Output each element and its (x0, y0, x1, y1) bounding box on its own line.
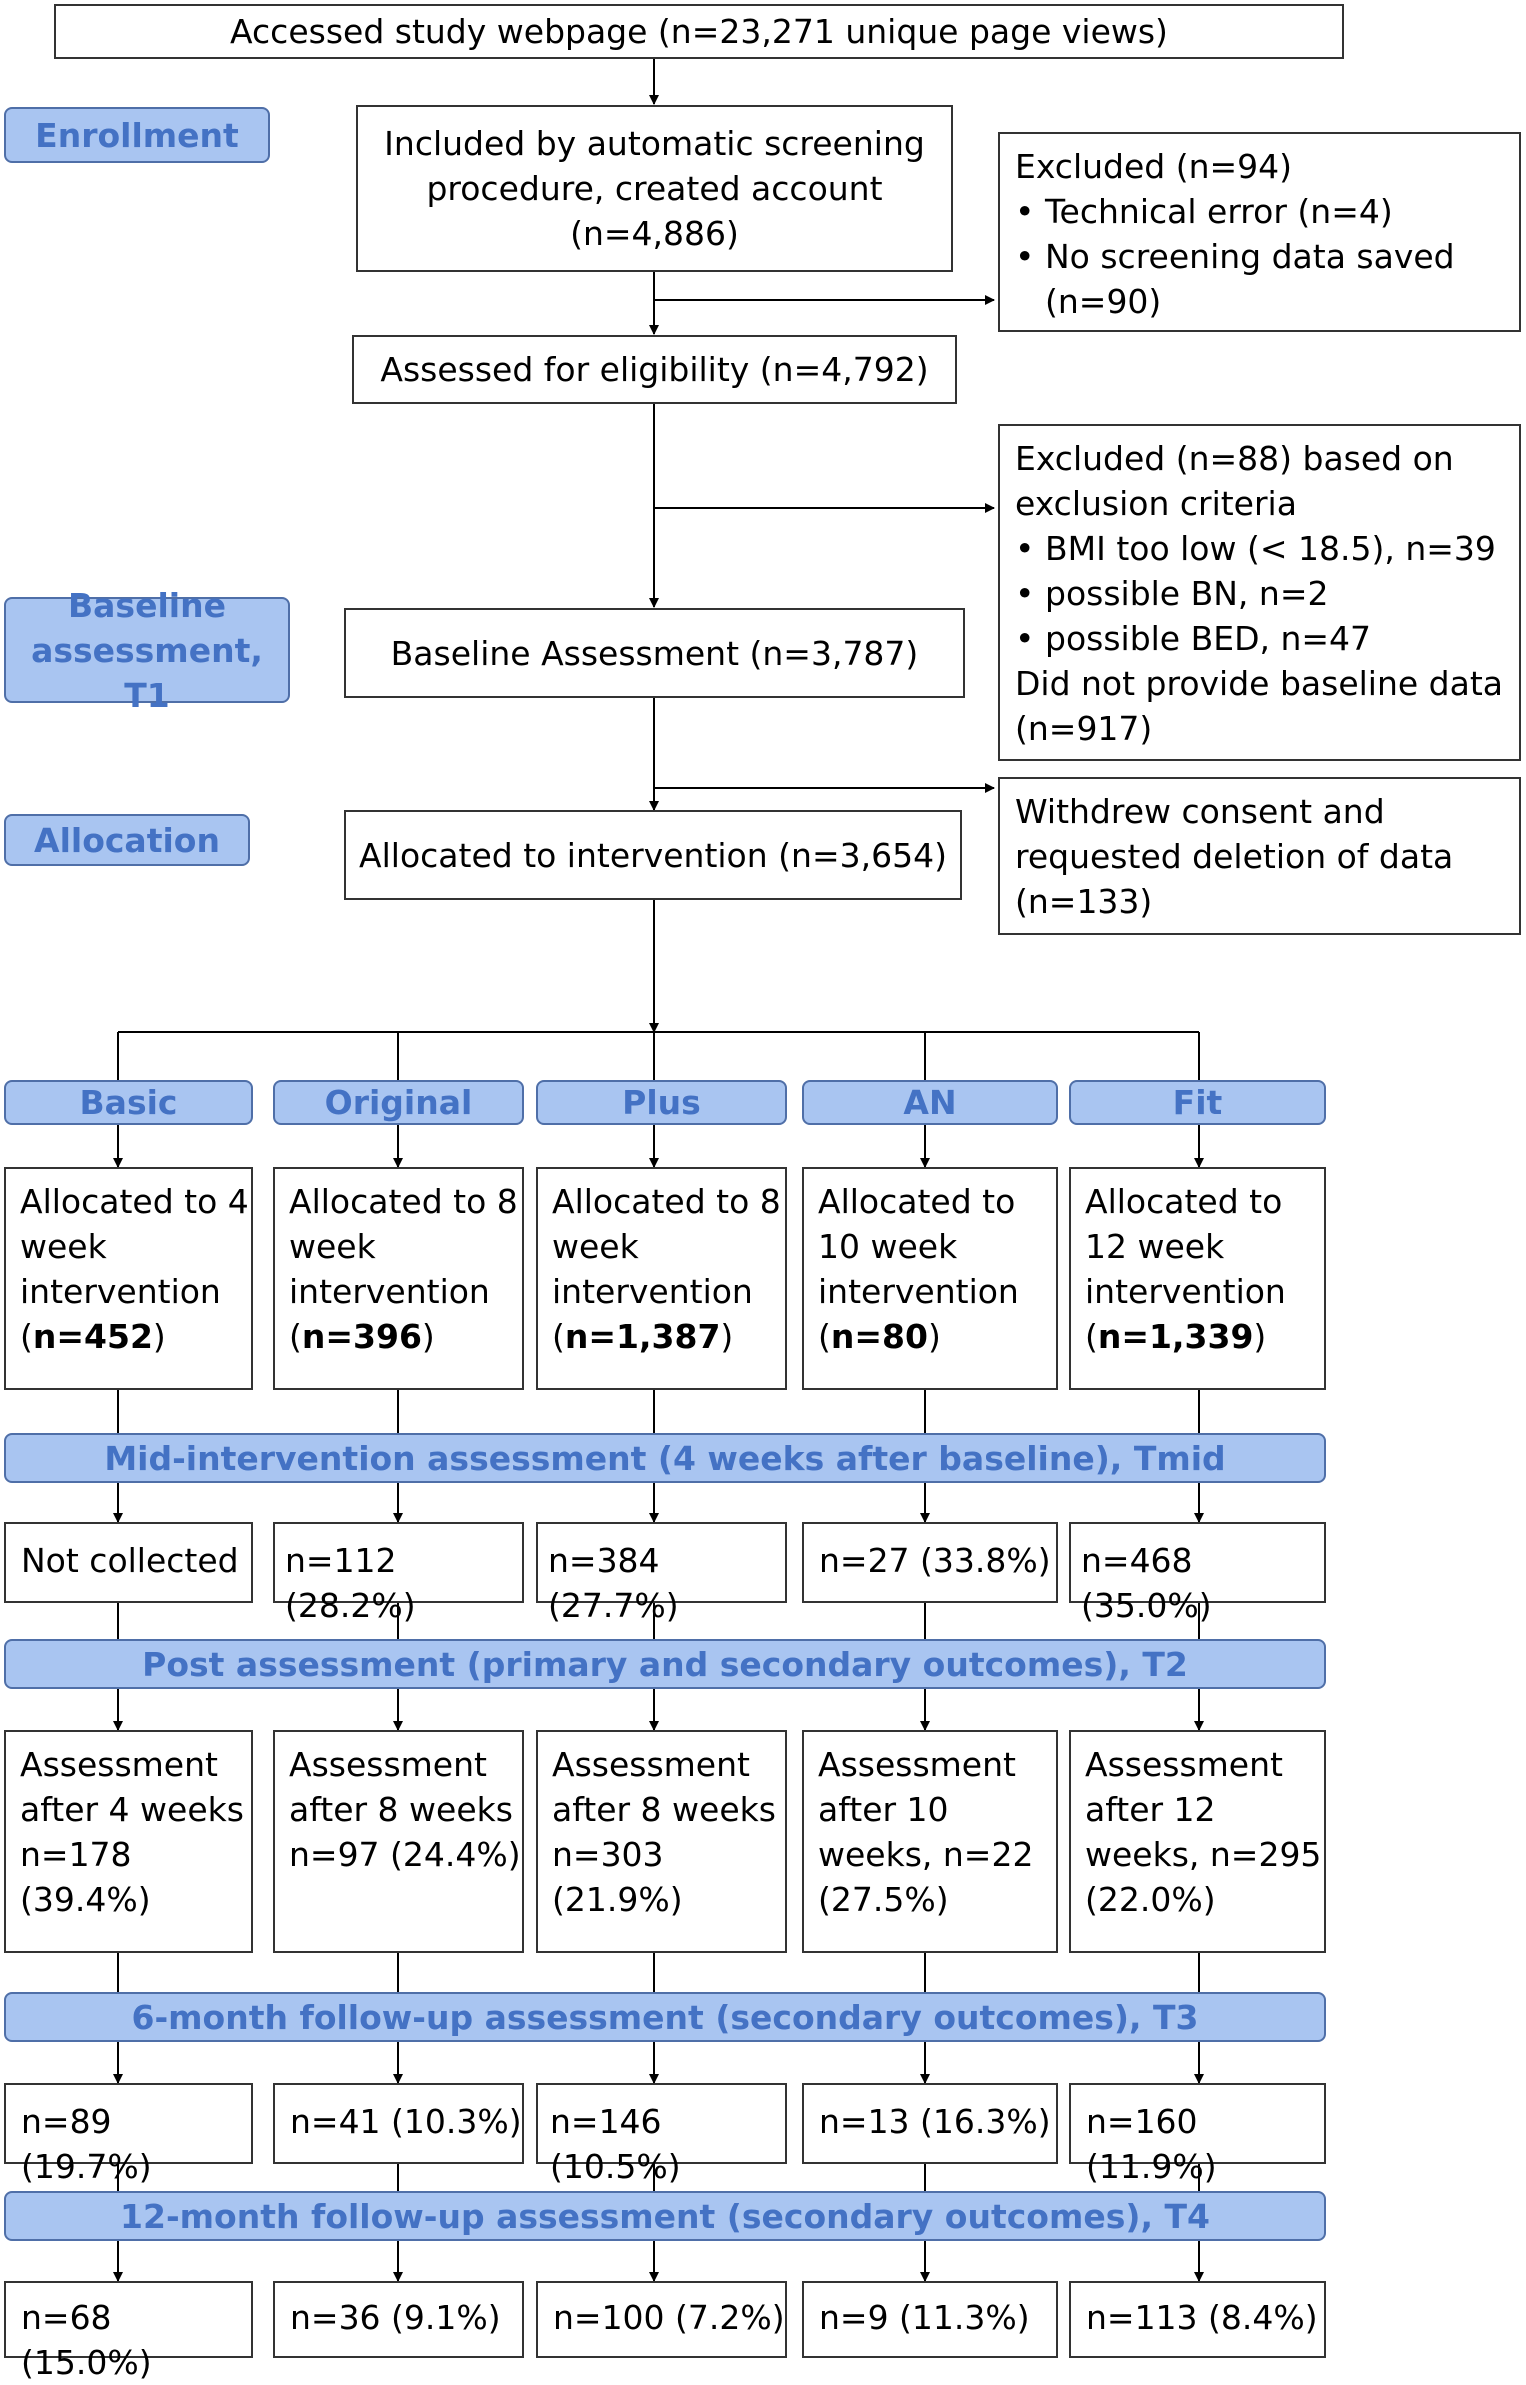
arm-post-box-plus: Assessment after 8 weeks n=303 (21.9%) (536, 1730, 787, 1953)
arm-alloc-text-fit: Allocated to 12 week intervention (1085, 1182, 1286, 1311)
arm-label-basic: Basic (4, 1080, 253, 1125)
arm-6month-box-plus: n=146 (10.5%) (536, 2083, 787, 2186)
withdrew-box: Withdrew consent and requested deletion … (998, 777, 1521, 935)
arm-12month-box-fit: n=113 (8.4%) (1069, 2281, 1326, 2358)
eligibility-box: Assessed for eligibility (n=4,792) (352, 335, 957, 404)
allocated-box: Allocated to intervention (n=3,654) (344, 810, 962, 900)
excluded-1-item-1: Technical error (n=4) (1015, 189, 1519, 234)
arm-6month-box-fit: n=160 (11.9%) (1069, 2083, 1326, 2186)
arm-alloc-text-plus: Allocated to 8 week intervention (552, 1182, 781, 1311)
excluded-box-1: Excluded (n=94) Technical error (n=4) No… (998, 132, 1521, 332)
arm-12month-box-plus: n=100 (7.2%) (536, 2281, 787, 2358)
stage-bar-12month: 12-month follow-up assessment (secondary… (4, 2191, 1326, 2241)
arm-mid-box-original: n=112 (28.2%) (273, 1522, 524, 1625)
arm-alloc-n-fit: n=1,339 (1097, 1317, 1254, 1356)
arm-6month-box-basic: n=89 (19.7%) (4, 2083, 253, 2186)
arm-alloc-box-plus: Allocated to 8 week intervention (n=1,38… (536, 1167, 787, 1390)
arm-mid-box-an: n=27 (33.8%) (802, 1522, 1058, 1603)
allocation-label: Allocation (4, 814, 250, 866)
arm-alloc-n-plus: n=1,387 (564, 1317, 721, 1356)
arm-post-box-an: Assessment after 10 weeks, n=22 (27.5%) (802, 1730, 1058, 1953)
arm-12month-box-basic: n=68 (15.0%) (4, 2281, 253, 2382)
arm-alloc-n-an: n=80 (830, 1317, 928, 1356)
excluded-1-title: Excluded (n=94) (1015, 147, 1293, 186)
arm-alloc-box-an: Allocated to 10 week intervention (n=80) (802, 1167, 1058, 1390)
arm-6month-box-original: n=41 (10.3%) (273, 2083, 524, 2164)
arm-mid-box-basic: Not collected (4, 1522, 253, 1603)
excluded-1-item-2: No screening data saved (1015, 234, 1519, 279)
arm-12month-box-original: n=36 (9.1%) (273, 2281, 524, 2358)
excluded-2-item-2: possible BN, n=2 (1015, 571, 1519, 616)
arm-post-box-original: Assessment after 8 weeks n=97 (24.4%) (273, 1730, 524, 1953)
arm-12month-box-an: n=9 (11.3%) (802, 2281, 1058, 2358)
included-box: Included by automatic screening procedur… (356, 105, 953, 272)
accessed-webpage-box: Accessed study webpage (n=23,271 unique … (54, 4, 1344, 59)
arm-alloc-box-fit: Allocated to 12 week intervention (n=1,3… (1069, 1167, 1326, 1390)
arm-alloc-n-original: n=396 (301, 1317, 422, 1356)
arm-alloc-box-original: Allocated to 8 week intervention (n=396) (273, 1167, 524, 1390)
arm-post-box-basic: Assessment after 4 weeks n=178 (39.4%) (4, 1730, 253, 1953)
excluded-2-note: Did not provide baseline data (n=917) (1015, 664, 1504, 748)
stage-bar-post: Post assessment (primary and secondary o… (4, 1639, 1326, 1689)
arm-mid-box-plus: n=384 (27.7%) (536, 1522, 787, 1625)
excluded-1-item-2-count: (n=90) (1045, 282, 1162, 321)
excluded-2-item-3: possible BED, n=47 (1015, 616, 1519, 661)
stage-bar-mid: Mid-intervention assessment (4 weeks aft… (4, 1433, 1326, 1483)
arm-post-box-fit: Assessment after 12 weeks, n=295 (22.0%) (1069, 1730, 1326, 1953)
arm-alloc-text-original: Allocated to 8 week intervention (289, 1182, 518, 1311)
arm-label-fit: Fit (1069, 1080, 1326, 1125)
arm-label-an: AN (802, 1080, 1058, 1125)
arm-label-original: Original (273, 1080, 524, 1125)
stage-bar-6month: 6-month follow-up assessment (secondary … (4, 1992, 1326, 2042)
arm-alloc-box-basic: Allocated to 4 week intervention (n=452) (4, 1167, 253, 1390)
arm-alloc-n-basic: n=452 (32, 1317, 153, 1356)
arm-mid-box-fit: n=468 (35.0%) (1069, 1522, 1326, 1625)
baseline-assessment-box: Baseline Assessment (n=3,787) (344, 608, 965, 698)
excluded-2-item-1: BMI too low (< 18.5), n=39 (1015, 526, 1519, 571)
excluded-2-title: Excluded (n=88) based on exclusion crite… (1015, 439, 1454, 523)
arm-alloc-text-basic: Allocated to 4 week intervention (20, 1182, 249, 1311)
arm-6month-box-an: n=13 (16.3%) (802, 2083, 1058, 2164)
arm-alloc-text-an: Allocated to 10 week intervention (818, 1182, 1019, 1311)
enrollment-label: Enrollment (4, 107, 270, 163)
arm-label-plus: Plus (536, 1080, 787, 1125)
excluded-box-2: Excluded (n=88) based on exclusion crite… (998, 424, 1521, 761)
baseline-label: Baseline assessment, T1 (4, 586, 290, 715)
